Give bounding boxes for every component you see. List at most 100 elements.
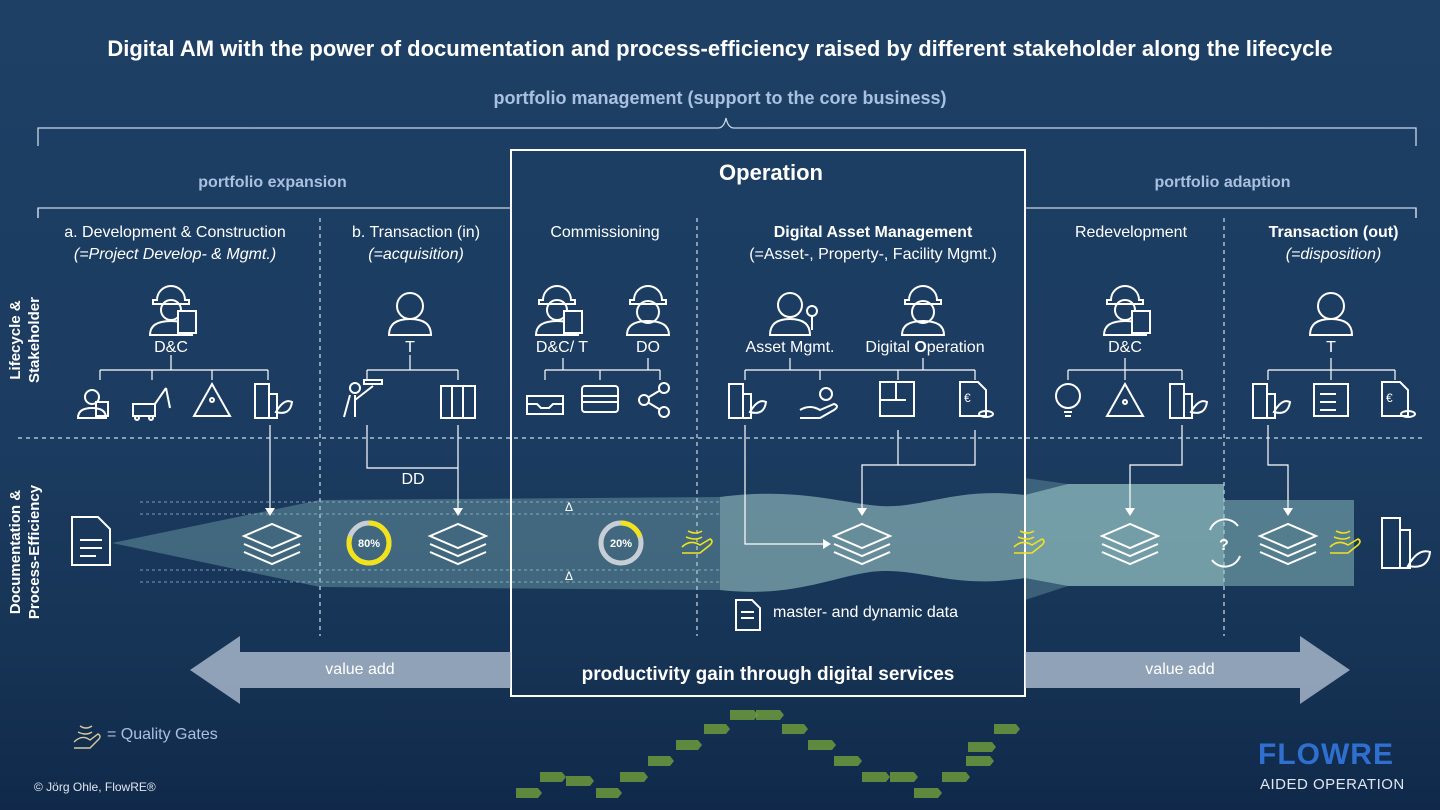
portfolio-adaption-label: portfolio adaption: [1154, 174, 1291, 191]
column-title: Redevelopment: [1074, 224, 1188, 241]
helmet-person-icon: [148, 285, 197, 336]
data-layers-icon: [831, 522, 893, 566]
flow-guides: [140, 501, 720, 583]
construction-worker-icon: [76, 389, 109, 419]
column-title: a. Development & Construction: [64, 224, 286, 241]
data-layers-icon: [427, 522, 489, 566]
role-do: DO: [636, 339, 660, 356]
column-title: Transaction (out): [1268, 224, 1399, 241]
construction-sign-icon: [1105, 381, 1145, 417]
column-subtitle: (=disposition): [1285, 246, 1382, 263]
lightbulb-leaf-icon: [1055, 383, 1081, 417]
role-t: T: [1326, 339, 1336, 356]
brand-logo: FLOWRE: [1258, 738, 1394, 771]
helmet-person-icon: [1102, 285, 1151, 336]
green-building-icon: [1381, 517, 1432, 569]
row-label-documentation: Documentation & Process-Efficiency: [7, 484, 43, 620]
person-icon: [387, 292, 433, 336]
value-add-left-arrow: [190, 636, 511, 704]
productivity-label: productivity gain through digital servic…: [581, 664, 955, 685]
brand-tagline: AIDED OPERATION: [1260, 776, 1405, 793]
helmet-person-icon: [625, 285, 671, 336]
wallet-icon: [581, 385, 619, 413]
quality-gate-icon: [1013, 530, 1045, 554]
construction-sign-icon: [192, 381, 232, 417]
portfolio-brace: [37, 117, 1417, 146]
inbox-tray-icon: [526, 395, 564, 415]
helmet-person-icon: [534, 285, 583, 336]
column-redevelopment: Redevelopment: [1036, 222, 1226, 244]
asset-manager-key-icon: [768, 292, 818, 336]
value-add-left-label: value add: [325, 661, 395, 678]
quality-gate-icon: [681, 530, 713, 554]
copyright: © Jörg Ohle, FlowRE®: [34, 780, 156, 794]
page-title: Digital AM with the power of documentati…: [107, 36, 1333, 61]
column-title: Digital Asset Management: [773, 224, 973, 241]
quality-gates-legend: = Quality Gates: [107, 726, 218, 743]
share-icon: [638, 382, 670, 418]
document-icon: [71, 516, 111, 566]
operation-frame: [510, 149, 1026, 697]
expansion-brace: [37, 207, 510, 218]
data-layers-icon: [1099, 522, 1161, 566]
column-title: Commissioning: [550, 224, 660, 241]
quality-gate-legend-icon: [73, 725, 101, 749]
value-add-right-arrow: [1025, 636, 1350, 704]
master-data-label: master- and dynamic data: [773, 604, 958, 621]
portfolio-expansion-label: portfolio expansion: [198, 174, 347, 191]
row-label-lifecycle: Lifecycle & Stakeholder: [7, 297, 43, 383]
adaption-brace: [1024, 207, 1417, 218]
progress-ring-fill: [346, 520, 392, 566]
surveyor-icon: [343, 379, 383, 418]
column-dev-construction: a. Development & Construction (=Project …: [40, 222, 310, 266]
due-diligence-label: DD: [401, 471, 425, 488]
role-dc-t: D&C/ T: [535, 339, 589, 356]
column-digital-asset-management: Digital Asset Management (=Asset-, Prope…: [708, 222, 1038, 266]
progress-rings: 80% 20%: [346, 520, 644, 566]
value-add-right-label: value add: [1145, 661, 1215, 678]
column-transaction-out: Transaction (out) (=disposition): [1236, 222, 1431, 266]
helmet-person-icon: [900, 285, 946, 336]
excavator-icon: [132, 387, 171, 421]
delta-bottom: Δ: [565, 569, 574, 583]
svg-text:€: €: [1386, 391, 1393, 405]
money-hand-icon: [799, 387, 838, 419]
person-icon: [1308, 292, 1354, 336]
green-building-icon: [1169, 383, 1209, 419]
column-subtitle: (=Asset-, Property-, Facility Mgmt.): [749, 246, 997, 263]
column-separators: [319, 218, 1225, 636]
arrowheads: [265, 508, 1293, 549]
role-digital-operation: Digital Operation: [865, 339, 985, 356]
role-dc: D&C: [1108, 339, 1142, 356]
portfolio-management-label: portfolio management (support to the cor…: [493, 88, 947, 108]
column-subtitle: (=Project Develop- & Mgmt.): [73, 246, 277, 263]
role-t: T: [405, 339, 415, 356]
connectors: [99, 355, 1396, 545]
column-commissioning: Commissioning: [520, 222, 690, 244]
office-building-icon: [440, 385, 476, 419]
contract-document-icon: [735, 599, 761, 631]
progress-ring-fill: [598, 520, 644, 566]
svg-text:€: €: [964, 391, 971, 405]
role-asset-mgmt: Asset Mgmt.: [745, 339, 835, 356]
progress-ring-label: 20%: [610, 538, 632, 550]
green-building-icon: [1252, 383, 1292, 419]
progress-ring-label: 80%: [358, 538, 380, 550]
floor-plan-icon: [879, 381, 915, 417]
data-layers-icon: [241, 522, 303, 566]
column-subtitle: (=acquisition): [368, 246, 464, 263]
svg-text:?: ?: [1219, 537, 1229, 554]
column-transaction-in: b. Transaction (in) (=acquisition): [326, 222, 506, 266]
euro-document-icon: €: [1381, 381, 1416, 418]
operation-title: Operation: [719, 160, 823, 185]
column-title: b. Transaction (in): [351, 224, 481, 241]
green-building-icon: [254, 383, 294, 419]
euro-document-icon: €: [959, 381, 994, 418]
checklist-icon: [1313, 383, 1349, 417]
documentation-flow: [112, 478, 1354, 600]
quality-gate-icon: [1329, 530, 1361, 554]
role-dc: D&C: [154, 339, 188, 356]
cycle-question-icon: ?: [1209, 518, 1241, 568]
data-layers-icon: [1257, 522, 1319, 566]
